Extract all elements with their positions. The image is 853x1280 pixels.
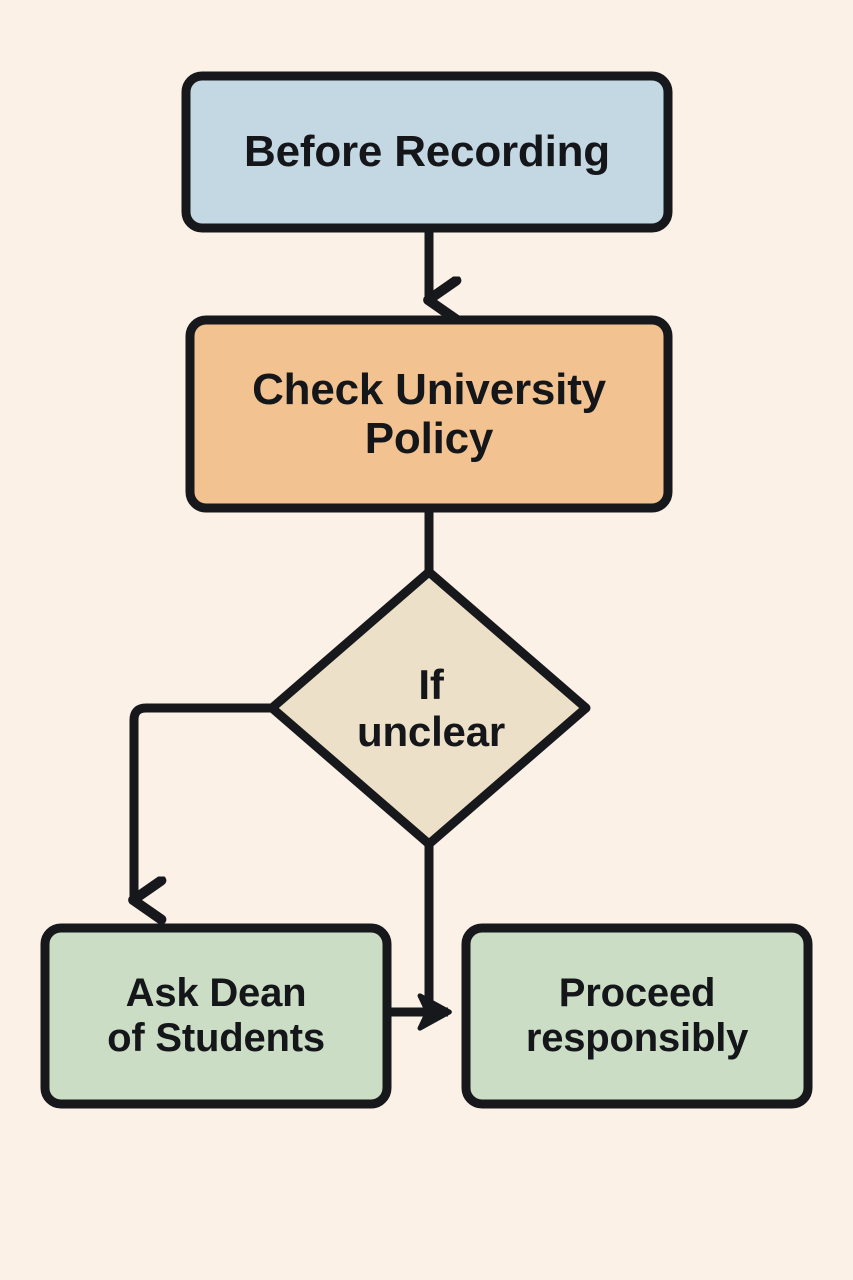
node-if-unclear-decision[interactable] — [267, 567, 591, 849]
node-ask-dean[interactable] — [40, 923, 392, 1109]
node-before-recording[interactable] — [181, 71, 673, 233]
node-group — [40, 71, 813, 1109]
node-check-policy[interactable] — [185, 315, 673, 513]
edge-decision-to-ask-dean — [134, 703, 271, 900]
node-proceed[interactable] — [461, 923, 813, 1109]
edge-group — [134, 228, 448, 1031]
